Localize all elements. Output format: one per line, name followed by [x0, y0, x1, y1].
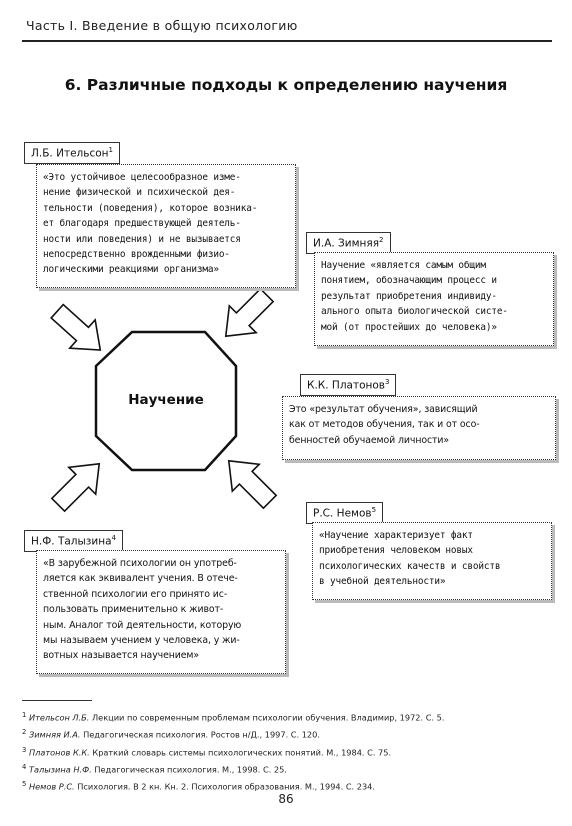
quote-talyzina: «В зарубежной психологии он употреб- ляе… — [36, 550, 286, 674]
footnote: 1 Ительсон Л.Б. Лекции по современным пр… — [22, 711, 445, 723]
quote-line: ального опыта биологической систе- — [321, 306, 508, 318]
quote-nemov: «Научение характеризует факт приобретени… — [312, 522, 552, 600]
quote-line: психологических качеств и свойств — [319, 560, 501, 572]
quote-line: «Это устойчивое целесообразное изме- — [43, 172, 241, 183]
footnote: 5 Немов Р.С. Психология. В 2 кн. Кн. 2. … — [22, 780, 375, 793]
section-title: 6. Различные подходы к определению науче… — [64, 76, 508, 94]
quote-line: непосредственно врожденными физио- — [43, 249, 230, 261]
center-octagon — [94, 330, 238, 472]
arrow-bottom-left — [50, 462, 101, 513]
quote-line: тельности (поведения), которое возника- — [43, 202, 258, 214]
quote-line: пользовать применительно к живот- — [43, 604, 224, 616]
quote-line: в учебной деятельности» — [319, 576, 446, 588]
quote-line: мы называем учением у человека, у жи- — [43, 635, 240, 647]
arrow-bottom-right — [227, 459, 278, 510]
quote-line: Это «результат обучения», зависящий — [289, 404, 478, 415]
center-label: Научение — [128, 392, 204, 408]
footnotes: 1 Ительсон Л.Б. Лекции по современным пр… — [22, 708, 552, 795]
quote-line: мой (от простейших до человека)» — [321, 321, 497, 333]
quote-line: приобретения человеком новых — [319, 545, 473, 557]
quote-line: вотных называется научением» — [43, 650, 200, 662]
quote-line: логическими реакциями организма» — [43, 264, 219, 276]
quote-line: бенностей обучаемой личности» — [289, 434, 450, 446]
running-head: Часть I. Введение в общую психологию — [26, 18, 298, 33]
quote-line: «Научение характеризует факт — [319, 530, 473, 541]
arrow-top-left — [50, 303, 102, 351]
footnote: 4 Талызина Н.Ф. Педагогическая психологи… — [22, 762, 287, 775]
quote-itelson: «Это устойчивое целесообразное изме- нен… — [36, 164, 296, 288]
footnote: 2 Зимняя И.А. Педагогическая психология.… — [22, 728, 320, 741]
footnote: 3 Платонов К.К. Краткий словарь системы … — [22, 745, 392, 758]
author-label-itelson: Л.Б. Ительсон1 — [24, 142, 120, 164]
quote-platonov: Это «результат обучения», зависящий как … — [282, 396, 556, 460]
quote-line: понятием, обозначающим процесс и — [321, 275, 497, 287]
quote-line: ности или поведения) и не вызывается — [43, 233, 241, 245]
quote-line: Научение «является самым общим — [321, 260, 486, 271]
author-label-platonov: К.К. Платонов3 — [300, 374, 397, 396]
quote-zimnyaya: Научение «является самым общим понятием,… — [314, 252, 554, 346]
author-label-nemov: Р.С. Немов5 — [306, 502, 384, 524]
quote-line: ет благодаря предшествующей деятель- — [43, 218, 241, 230]
arrow-top-right — [224, 287, 275, 338]
quote-line: как от методов обучения, так и от осо- — [289, 419, 480, 431]
author-label-zimnyaya: И.А. Зимняя2 — [306, 232, 391, 254]
page-number: 86 — [278, 792, 294, 806]
quote-line: «В зарубежной психологии он употреб- — [43, 558, 237, 569]
header-rule — [22, 40, 552, 42]
quote-line: нение физической и психической дея- — [43, 187, 236, 199]
quote-line: результат приобретения индивиду- — [321, 290, 497, 302]
author-label-talyzina: Н.Ф. Талызина4 — [24, 530, 123, 552]
quote-line: ственной психологии его принято ис- — [43, 588, 228, 600]
footnote-rule — [22, 700, 92, 701]
quote-line: ным. Аналог той деятельности, которую — [43, 619, 242, 631]
quote-line: ляется как эквивалент учения. В отече- — [43, 573, 238, 585]
